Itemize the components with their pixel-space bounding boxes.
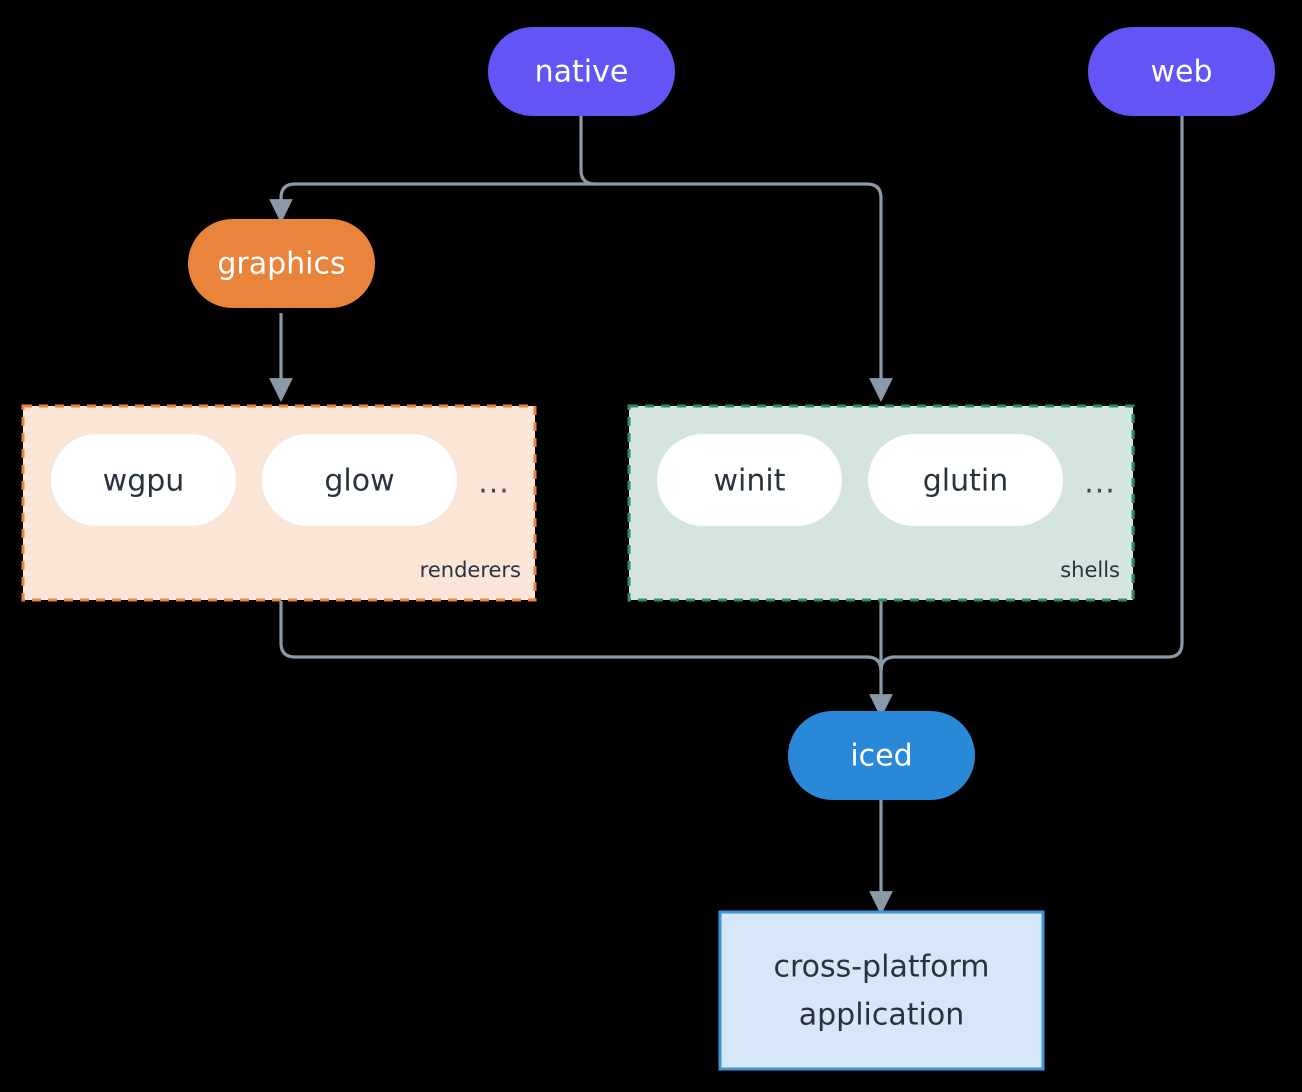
shell-pill-winit-shape (657, 434, 842, 526)
node-web[interactable]: web (1088, 27, 1275, 116)
edge-native-to-graphics (269, 182, 581, 224)
node-application-shape (718, 910, 1045, 1071)
edge-layer (269, 115, 1184, 916)
renderer-pill-wgpu-label: wgpu (103, 464, 185, 499)
node-native-label: native (535, 55, 629, 90)
group-shells[interactable]: winit glutin ... shells (627, 404, 1135, 602)
shell-pill-glutin-label: glutin (923, 464, 1009, 499)
node-graphics-label: graphics (217, 247, 345, 282)
shell-pill-winit[interactable]: winit (657, 434, 842, 526)
node-native[interactable]: native (488, 27, 675, 116)
group-renderers[interactable]: wgpu glow ... renderers (21, 404, 537, 602)
node-graphics[interactable]: graphics (188, 219, 375, 308)
renderers-group-caption: renderers (420, 558, 521, 582)
node-web-shape (1088, 27, 1275, 116)
edge-renderers-to-iced (279, 601, 883, 672)
edge-native-to-shells (581, 182, 893, 403)
shells-group-caption: shells (1060, 558, 1120, 582)
renderers-overflow-ellipsis: ... (478, 466, 510, 501)
node-iced[interactable]: iced (788, 711, 975, 800)
shells-overflow-ellipsis: ... (1084, 466, 1116, 501)
node-application-label-line-1: cross-platform (773, 950, 989, 985)
node-application[interactable]: cross-platform application (718, 910, 1045, 1071)
node-web-label: web (1150, 55, 1212, 90)
shell-pill-winit-label: winit (714, 464, 786, 499)
node-native-shape (488, 27, 675, 116)
renderer-pill-wgpu-shape (51, 434, 236, 526)
node-graphics-shape (188, 219, 375, 308)
edge-native-trunk (579, 115, 596, 186)
shell-pill-glutin-shape (868, 434, 1063, 526)
node-iced-shape (788, 711, 975, 800)
renderer-pill-glow-shape (262, 434, 457, 526)
renderer-pill-glow[interactable]: glow (262, 434, 457, 526)
node-application-label-line-2: application (799, 998, 964, 1033)
renderer-pill-wgpu[interactable]: wgpu (51, 434, 236, 526)
renderer-pill-glow-label: glow (324, 464, 394, 499)
shell-pill-glutin[interactable]: glutin (868, 434, 1063, 526)
edge-web-to-iced (879, 115, 1184, 672)
node-iced-label: iced (850, 739, 912, 774)
